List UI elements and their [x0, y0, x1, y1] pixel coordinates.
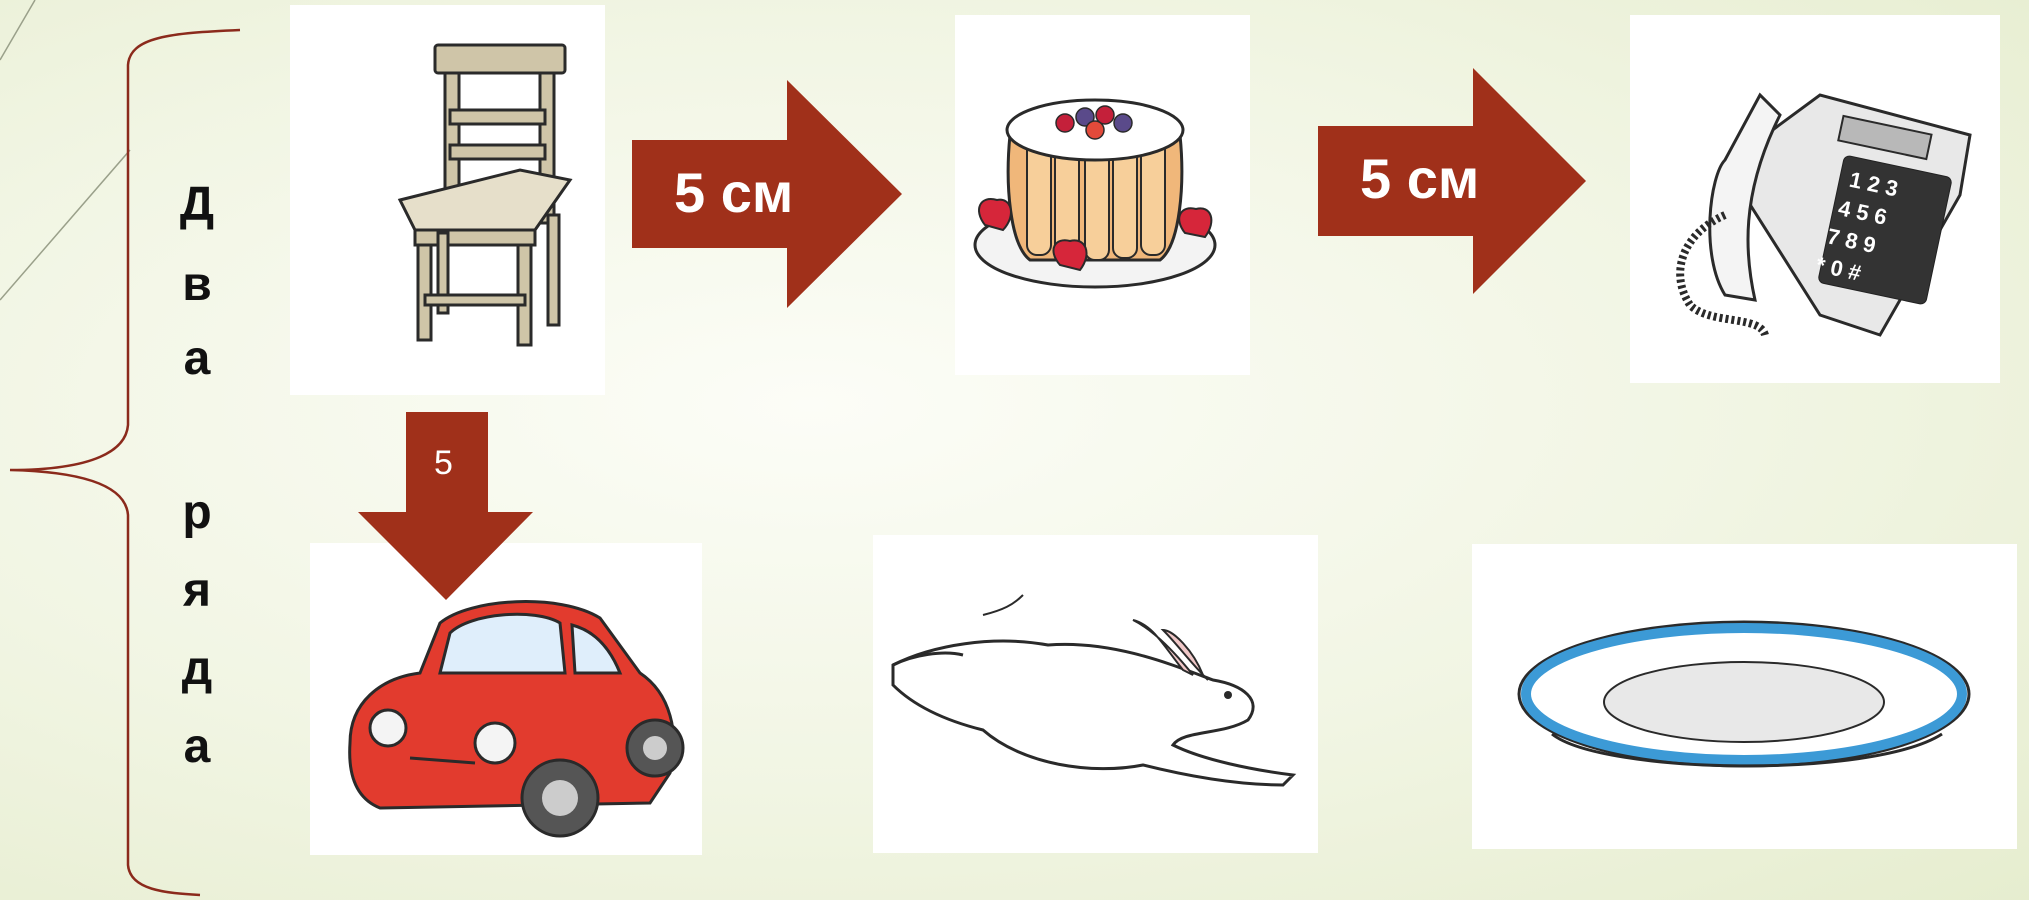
telephone-image: 1 2 3 4 5 6 7 8 9 * 0 #: [1630, 15, 2000, 383]
letter: в: [172, 248, 222, 322]
plate-image: [1472, 544, 2017, 849]
letter: я: [172, 554, 222, 628]
arrow-label: 5 см: [1360, 146, 1479, 211]
letter: Д: [172, 168, 222, 242]
cake-image: [955, 15, 1250, 375]
plate-card: [1472, 544, 2017, 849]
arrow-cake-to-phone: 5 см: [1318, 68, 1586, 294]
hare-card: [873, 535, 1318, 853]
arrow-label: 5 см: [674, 160, 793, 225]
letter: а: [172, 322, 222, 396]
letter: а: [172, 710, 222, 784]
letter: р: [172, 476, 222, 550]
arrow-label: 5: [434, 444, 453, 483]
cake-card: [955, 15, 1250, 375]
chair-image: [290, 5, 605, 395]
arrow-chair-to-car: 5: [358, 412, 533, 600]
telephone-card: 1 2 3 4 5 6 7 8 9 * 0 #: [1630, 15, 2000, 383]
letter: д: [172, 632, 222, 706]
hare-image: [873, 535, 1318, 853]
arrow-chair-to-cake: 5 см: [632, 80, 902, 308]
chair-card: [290, 5, 605, 395]
down-arrow-icon: [358, 412, 533, 600]
